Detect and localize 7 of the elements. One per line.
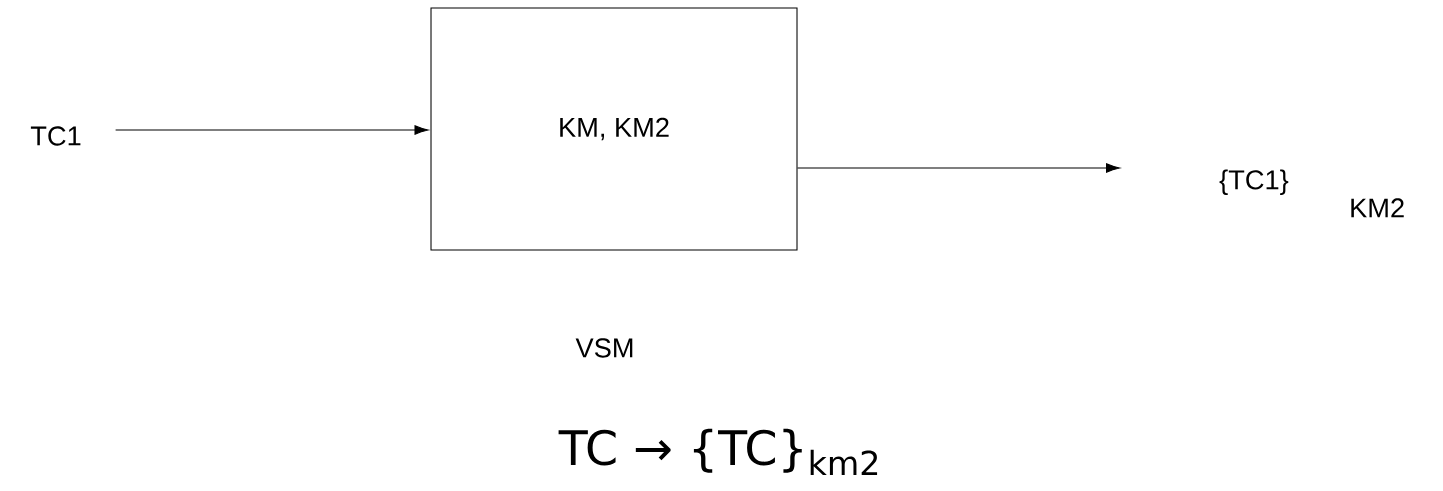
formula: TC → {TC}$_{km2}$ [558,428,878,476]
arrow [115,125,429,135]
process-box: KM, KM2 [430,7,798,251]
arrow [797,163,1120,173]
input-label: TC1 [30,126,81,146]
box-caption: VSM [575,338,633,358]
output-label: {TC1} KM2 [1219,169,1404,218]
